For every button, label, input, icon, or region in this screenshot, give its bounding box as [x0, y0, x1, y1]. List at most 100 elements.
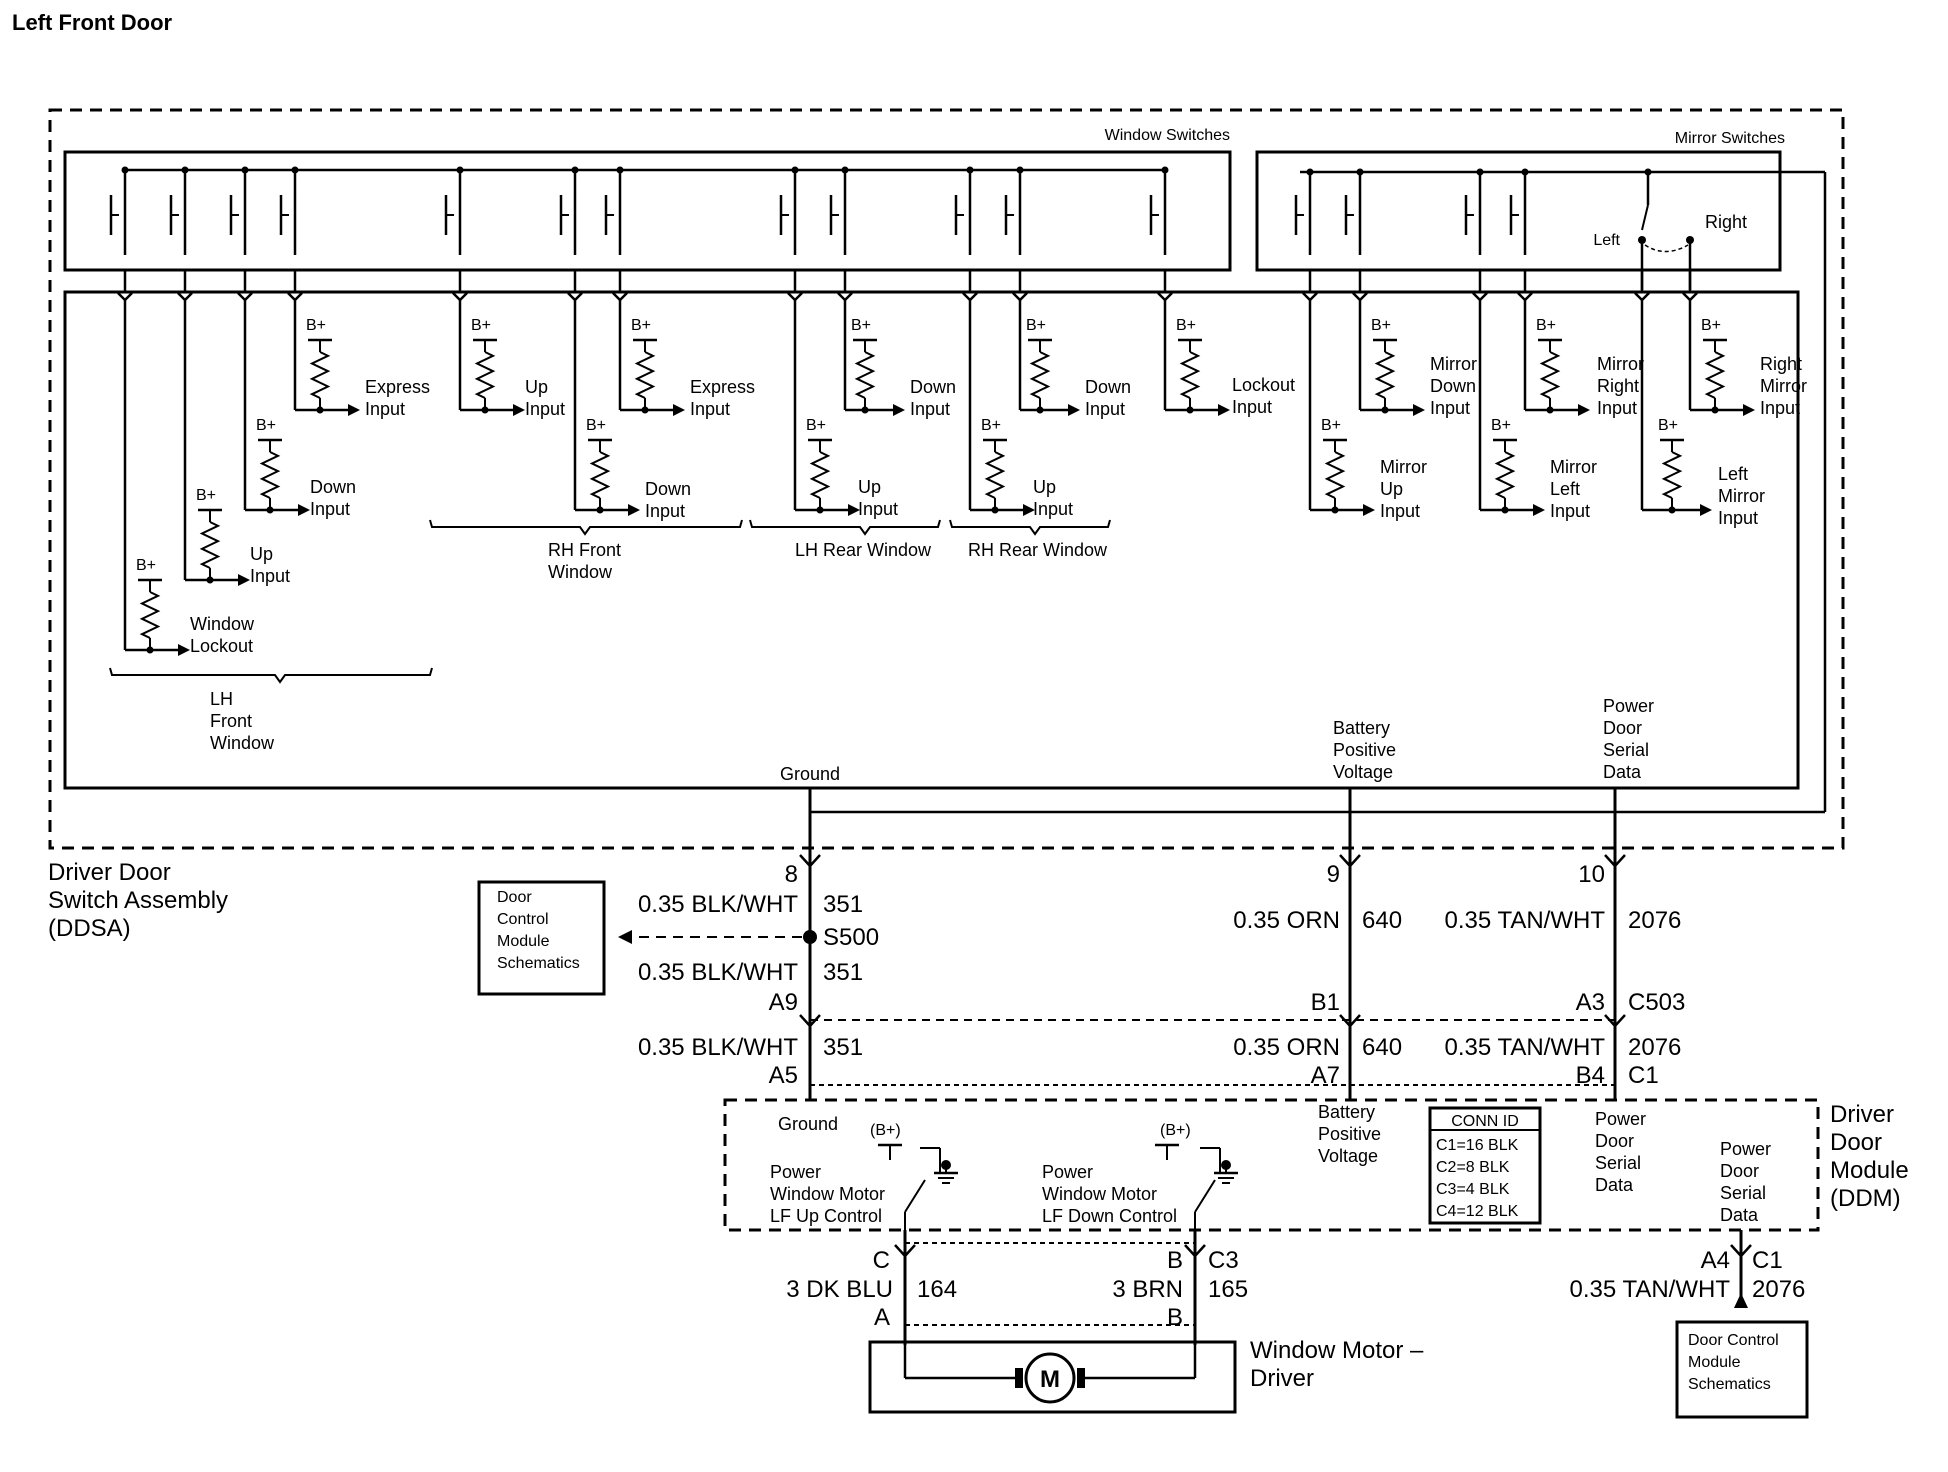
input-label: Left — [1718, 464, 1748, 484]
ddm-up-control: LF Up Control — [770, 1206, 882, 1226]
bplus-label: B+ — [1176, 317, 1196, 334]
input-label: Input — [1380, 501, 1420, 521]
input-label: Input — [1033, 499, 1073, 519]
ddm-up-control: Window Motor — [770, 1184, 885, 1204]
ddm-serial-1: Power — [1595, 1109, 1646, 1129]
pin-9: 9 — [1327, 861, 1340, 888]
splice-s500: S500 — [823, 924, 879, 951]
input-label: Input — [1550, 501, 1590, 521]
ddm-battery: Positive — [1318, 1124, 1381, 1144]
input-label: Up — [525, 377, 548, 397]
input-label: Input — [1232, 397, 1272, 417]
input-label: Down — [1430, 376, 1476, 396]
window-motor-name: Window Motor – — [1250, 1337, 1424, 1364]
conn-a9: A9 — [769, 989, 798, 1016]
ddm-serial-2: Power — [1720, 1139, 1771, 1159]
input-label: Input — [1430, 398, 1470, 418]
input-label: Express — [365, 377, 430, 397]
ddm-ground-label: Ground — [778, 1114, 838, 1134]
group-label-lh-front: Window — [210, 733, 275, 753]
wire-orn: 0.35 ORN — [1233, 907, 1340, 934]
bplus-label: B+ — [806, 417, 826, 434]
input-label: Input — [1597, 398, 1637, 418]
input-label: Mirror — [1550, 457, 1597, 477]
dcm-schematics-box-right — [1675, 1320, 1809, 1419]
input-label: Lockout — [1232, 375, 1295, 395]
dcm-schematics-right: Door Control — [1688, 1332, 1779, 1349]
ddsa-name: (DDSA) — [48, 915, 131, 942]
input-label: Input — [1760, 398, 1800, 418]
input-label: Mirror — [1430, 354, 1477, 374]
ddm-serial-2: Serial — [1720, 1183, 1766, 1203]
circuit-2076: 2076 — [1628, 1034, 1681, 1061]
ddsa-battery-label: Battery — [1333, 718, 1390, 738]
input-label: Down — [645, 479, 691, 499]
ddm-serial-1: Serial — [1595, 1153, 1641, 1173]
bplus-label: B+ — [586, 417, 606, 434]
bplus-label: B+ — [1701, 317, 1721, 334]
conn-id-row: C4=12 BLK — [1436, 1203, 1519, 1220]
wire-blu: 3 DK BLU — [786, 1276, 893, 1303]
pin-a: A — [874, 1304, 890, 1331]
wire-ground: 0.35 BLK/WHT — [638, 1034, 798, 1061]
conn-id-title: CONN ID — [1451, 1113, 1519, 1130]
ddm-bplus-1: (B+) — [870, 1122, 901, 1139]
bplus-label: B+ — [306, 317, 326, 334]
input-label: Up — [1380, 479, 1403, 499]
input-label: Lockout — [190, 636, 253, 656]
group-label-lh-front: LH — [210, 689, 233, 709]
dcm-schematics-left: Schematics — [497, 955, 580, 972]
conn-c3: C3 — [1208, 1247, 1239, 1274]
group-label-lh-rear: LH Rear Window — [795, 540, 932, 560]
mirror-switches-label: Mirror Switches — [1675, 130, 1785, 147]
input-label: Mirror — [1760, 376, 1807, 396]
ddsa-serial-label: Data — [1603, 762, 1642, 782]
conn-c503: C503 — [1628, 989, 1685, 1016]
input-label: Input — [858, 499, 898, 519]
motor-m: M — [1040, 1366, 1060, 1393]
wire-orn: 0.35 ORN — [1233, 1034, 1340, 1061]
circuit-351: 351 — [823, 891, 863, 918]
bplus-label: B+ — [136, 557, 156, 574]
ddm-battery: Voltage — [1318, 1146, 1378, 1166]
group-label-rh-front: Window — [548, 562, 613, 582]
ddm-serial-1: Door — [1595, 1131, 1634, 1151]
wire-brn: 3 BRN — [1112, 1276, 1183, 1303]
conn-id-box — [1428, 1106, 1542, 1225]
ddsa-logic-box — [63, 290, 1800, 790]
ddm-name: Module — [1830, 1157, 1909, 1184]
mirror-right-label: Right — [1705, 212, 1747, 232]
ddsa-name: Switch Assembly — [48, 887, 228, 914]
conn-c1: C1 — [1628, 1062, 1659, 1089]
circuit-640: 640 — [1362, 1034, 1402, 1061]
input-label: Express — [690, 377, 755, 397]
ddm-up-control: Power — [770, 1162, 821, 1182]
input-label: Input — [645, 501, 685, 521]
conn-a3: A3 — [1576, 989, 1605, 1016]
circuit-164: 164 — [917, 1276, 957, 1303]
dcm-schematics-box-left — [477, 880, 606, 996]
group-label-lh-front: Front — [210, 711, 252, 731]
pin-c: C — [873, 1247, 890, 1274]
input-label: Window — [190, 614, 255, 634]
bplus-label: B+ — [1026, 317, 1046, 334]
input-label: Input — [250, 566, 290, 586]
ddm-down-control: Power — [1042, 1162, 1093, 1182]
ddsa-serial-label: Door — [1603, 718, 1642, 738]
dcm-schematics-left: Module — [497, 933, 550, 950]
circuit-351: 351 — [823, 1034, 863, 1061]
conn-id-row: C3=4 BLK — [1436, 1181, 1510, 1198]
input-label: Mirror — [1597, 354, 1644, 374]
ddm-serial-2: Data — [1720, 1205, 1759, 1225]
input-label: Mirror — [1380, 457, 1427, 477]
bplus-label: B+ — [256, 417, 276, 434]
mirror-switches-box — [1255, 150, 1782, 272]
motor-symbol — [1024, 1352, 1076, 1404]
window-motor-name: Driver — [1250, 1365, 1314, 1392]
input-label: Input — [1718, 508, 1758, 528]
ddm-name: Driver — [1830, 1101, 1894, 1128]
bplus-label: B+ — [1491, 417, 1511, 434]
input-label: Up — [858, 477, 881, 497]
bplus-label: B+ — [851, 317, 871, 334]
bplus-label: B+ — [631, 317, 651, 334]
